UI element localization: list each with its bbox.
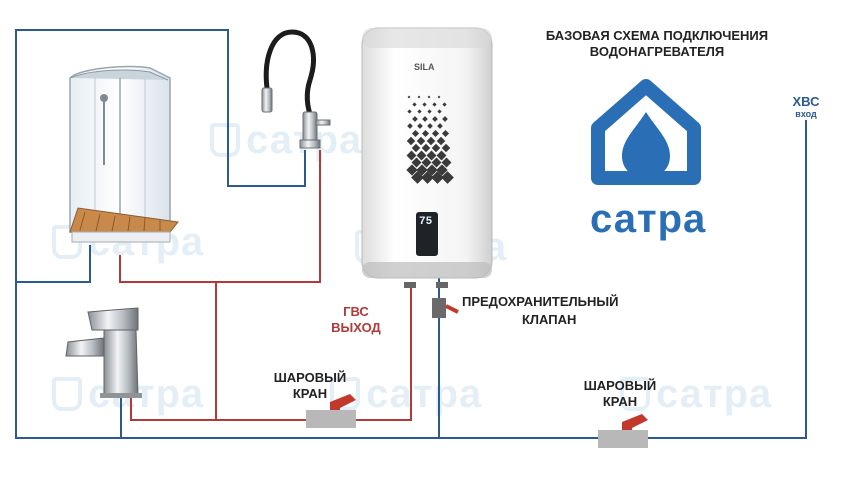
title-line-1: БАЗОВАЯ СХЕМА ПОДКЛЮЧЕНИЯ bbox=[545, 28, 769, 43]
shower-cabin-illustration bbox=[69, 65, 179, 243]
cold-in-title: ХВС bbox=[792, 94, 820, 109]
ball-valve-left-shape bbox=[306, 394, 356, 428]
hot-water-pipes bbox=[119, 150, 412, 421]
bathroom-faucet-illustration bbox=[65, 307, 142, 398]
hot-out-line-2: ВЫХОД bbox=[331, 320, 381, 336]
hot-out-label: ГВС ВЫХОД bbox=[318, 304, 394, 337]
heater-brand: SILA bbox=[414, 62, 435, 72]
cold-in-sub: вход bbox=[795, 109, 817, 120]
ball-valve-right-label: ШАРОВЫЙ КРАН bbox=[572, 378, 668, 411]
ball-valve-right-line-1: ШАРОВЫЙ bbox=[583, 378, 657, 393]
diagram-title: БАЗОВАЯ СХЕМА ПОДКЛЮЧЕНИЯ ВОДОНАГРЕВАТЕЛ… bbox=[522, 28, 792, 61]
satra-logo-mark bbox=[591, 79, 701, 185]
safety-valve-line-1: ПРЕДОХРАНИТЕЛЬНЫЙ bbox=[462, 294, 619, 309]
watermark: сатра bbox=[330, 372, 482, 417]
watermark: сатра bbox=[620, 372, 772, 417]
hot-out-line-1: ГВС bbox=[343, 304, 369, 319]
cold-in-label: ХВС вход bbox=[780, 94, 832, 119]
kitchen-faucet-illustration bbox=[261, 29, 331, 149]
safety-valve-label: ПРЕДОХРАНИТЕЛЬНЫЙ КЛАПАН bbox=[462, 294, 618, 329]
ball-valve-left-line-1: ШАРОВЫЙ bbox=[273, 370, 347, 385]
safety-valve-shape bbox=[432, 298, 459, 318]
ball-valve-left-line-2: КРАН bbox=[292, 386, 328, 402]
satra-logo-text: сатра bbox=[590, 197, 707, 241]
safety-valve-line-2: КЛАПАН bbox=[522, 312, 577, 328]
water-heater-illustration bbox=[361, 27, 493, 288]
title-line-2: ВОДОНАГРЕВАТЕЛЯ bbox=[589, 44, 725, 60]
ball-valve-right-shape bbox=[598, 414, 648, 448]
ball-valve-right-line-2: КРАН bbox=[602, 394, 638, 410]
ball-valve-left-label: ШАРОВЫЙ КРАН bbox=[262, 370, 358, 403]
heater-display: 75 bbox=[419, 216, 433, 228]
cold-water-pipes bbox=[15, 29, 807, 439]
